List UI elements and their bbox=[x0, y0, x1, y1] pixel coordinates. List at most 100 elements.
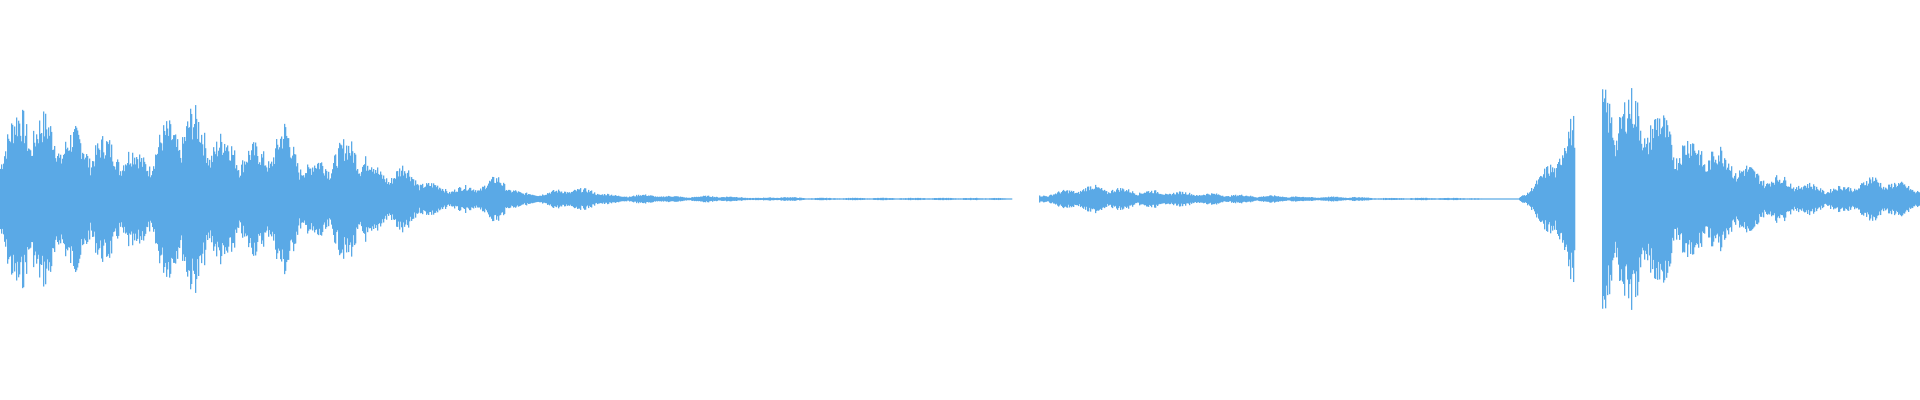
waveform-sample bbox=[1676, 158, 1678, 240]
waveform-sample bbox=[402, 165, 404, 233]
waveform-sample bbox=[1627, 118, 1629, 280]
waveform-sample bbox=[676, 196, 678, 202]
waveform-sample bbox=[185, 141, 187, 257]
waveform-sample bbox=[1602, 89, 1604, 309]
waveform-sample bbox=[984, 198, 986, 200]
waveform-sample bbox=[197, 138, 199, 260]
waveform-sample bbox=[1893, 187, 1895, 211]
waveform-sample bbox=[424, 187, 426, 211]
waveform-sample bbox=[1390, 198, 1392, 200]
waveform-sample bbox=[931, 198, 933, 200]
waveform-sample bbox=[1823, 191, 1825, 207]
waveform-sample bbox=[1674, 169, 1676, 229]
waveform-sample bbox=[1710, 169, 1712, 229]
waveform-sample bbox=[1463, 198, 1465, 200]
waveform-sample bbox=[1805, 185, 1807, 213]
waveform-sample bbox=[1095, 184, 1097, 214]
waveform-sample bbox=[407, 172, 409, 226]
waveform-sample bbox=[979, 198, 981, 200]
waveform-sample bbox=[769, 197, 771, 201]
waveform-sample bbox=[1839, 186, 1841, 212]
waveform-sample bbox=[1503, 198, 1505, 200]
waveform-sample bbox=[266, 167, 268, 231]
waveform-sample bbox=[1519, 197, 1521, 201]
waveform-sample bbox=[46, 129, 48, 269]
waveform-sample bbox=[1639, 140, 1641, 258]
waveform-sample bbox=[577, 189, 579, 209]
waveform-sample bbox=[1671, 144, 1673, 254]
waveform-sample bbox=[825, 198, 827, 200]
waveform-sample bbox=[515, 190, 517, 208]
waveform-sample bbox=[1887, 189, 1889, 209]
waveform-sample bbox=[1607, 102, 1609, 296]
waveform-sample bbox=[1187, 194, 1189, 204]
waveform-sample bbox=[438, 189, 440, 209]
waveform-sample bbox=[1617, 150, 1619, 248]
waveform-sample bbox=[1496, 198, 1498, 200]
waveform-sample bbox=[200, 142, 202, 256]
waveform-sample bbox=[117, 159, 119, 239]
waveform-sample bbox=[880, 197, 882, 201]
waveform-sample bbox=[962, 198, 964, 200]
waveform-sample bbox=[256, 146, 258, 252]
waveform-sample bbox=[759, 198, 761, 200]
waveform-sample bbox=[974, 198, 976, 200]
waveform-sample bbox=[801, 197, 803, 201]
waveform-sample bbox=[1648, 154, 1650, 244]
waveform-sample bbox=[302, 175, 304, 223]
waveform-sample bbox=[1699, 165, 1701, 233]
waveform-sample bbox=[992, 198, 994, 200]
waveform-sample bbox=[826, 197, 828, 201]
waveform-sample bbox=[61, 163, 63, 235]
waveform-sample bbox=[1427, 198, 1429, 200]
waveform-sample bbox=[1361, 197, 1363, 201]
waveform-sample bbox=[372, 171, 374, 227]
waveform-sample bbox=[1750, 167, 1752, 231]
waveform-sample bbox=[877, 197, 879, 201]
waveform-sample bbox=[376, 172, 378, 226]
waveform-sample bbox=[168, 135, 170, 263]
waveform-sample bbox=[198, 122, 200, 276]
waveform-sample bbox=[538, 196, 540, 202]
waveform-sample bbox=[1838, 185, 1840, 213]
waveform-sample bbox=[1864, 185, 1866, 213]
waveform-sample bbox=[1145, 192, 1147, 206]
waveform-sample bbox=[934, 198, 936, 200]
waveform-sample bbox=[772, 197, 774, 201]
waveform-sample bbox=[412, 179, 414, 219]
waveform-sample bbox=[1645, 147, 1647, 251]
waveform-sample bbox=[1755, 177, 1757, 221]
waveform-sample bbox=[927, 198, 929, 200]
waveform-sample bbox=[844, 198, 846, 200]
waveform-sample bbox=[1147, 191, 1149, 207]
waveform-sample bbox=[425, 186, 427, 212]
waveform-sample bbox=[1482, 198, 1484, 200]
waveform-sample bbox=[1391, 197, 1393, 201]
waveform-sample bbox=[1770, 186, 1772, 212]
waveform-sample bbox=[49, 135, 51, 263]
waveform-sample bbox=[791, 197, 793, 201]
waveform-sample bbox=[92, 161, 94, 237]
waveform-sample bbox=[1193, 194, 1195, 204]
waveform-sample bbox=[77, 130, 79, 268]
waveform-sample bbox=[1683, 146, 1685, 252]
waveform-sample bbox=[1542, 177, 1544, 221]
waveform-sample bbox=[391, 178, 393, 220]
waveform-sample bbox=[1426, 197, 1428, 201]
waveform-sample bbox=[580, 188, 582, 210]
waveform-sample bbox=[1357, 197, 1359, 201]
waveform-sample bbox=[1844, 187, 1846, 211]
waveform-sample bbox=[1642, 150, 1644, 248]
waveform-sample bbox=[549, 192, 551, 206]
waveform-sample bbox=[162, 150, 164, 248]
waveform-sample bbox=[124, 171, 126, 227]
waveform-sample bbox=[692, 197, 694, 201]
waveform-sample bbox=[725, 197, 727, 201]
waveform-sample bbox=[1832, 191, 1834, 207]
waveform-sample bbox=[624, 196, 626, 202]
waveform-sample bbox=[685, 197, 687, 201]
waveform-sample bbox=[620, 196, 622, 202]
waveform-sample bbox=[1533, 188, 1535, 210]
